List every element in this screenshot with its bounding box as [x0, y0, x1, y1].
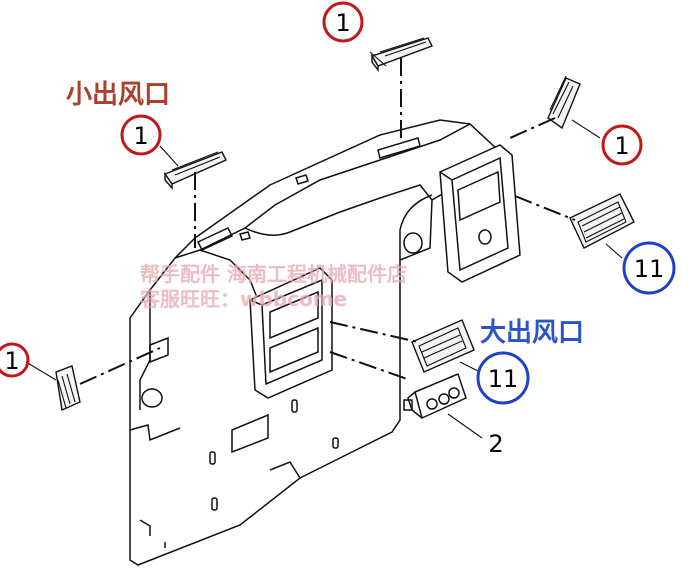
callout-11-center: 11 [476, 351, 530, 405]
small-vent-left-edge [55, 365, 81, 412]
large-outlet-label: 大出风口 [480, 318, 584, 348]
svg-text:11: 11 [634, 255, 665, 283]
svg-text:1: 1 [614, 132, 629, 160]
callout-2: 2 [488, 430, 503, 458]
small-vent-right [547, 75, 581, 130]
leader-c1-left-upper [159, 145, 179, 167]
svg-text:1: 1 [133, 122, 148, 150]
small-outlet-label: 小出风口 [66, 80, 170, 110]
svg-text:1: 1 [335, 9, 350, 37]
right-vent-housing [439, 144, 521, 283]
callout-1-left-upper: 1 [120, 114, 162, 156]
leader-c1-left-edge [25, 361, 57, 381]
watermark-line2: 客服旺旺：wbbcome [139, 287, 347, 311]
leader-lines [79, 58, 576, 385]
leader-c11-center [459, 361, 481, 373]
svg-text:11: 11 [488, 365, 519, 393]
leader-c11-right [605, 243, 623, 259]
svg-text:1: 1 [4, 347, 19, 375]
center-vent-housing [249, 267, 333, 399]
small-vent-top [370, 37, 433, 73]
large-vent-right [569, 193, 635, 249]
switch-panel [403, 372, 467, 420]
leader-c1-top [369, 51, 387, 67]
callout-11-right: 11 [622, 241, 676, 295]
watermark-line1: 帮手配件 海南工程机械配件店 [140, 262, 407, 286]
callout-1-right: 1 [601, 124, 643, 166]
leader-c2 [447, 413, 483, 439]
callout-1-top: 1 [322, 1, 364, 43]
large-vent-center [411, 319, 475, 373]
callout-1-left-edge: 1 [0, 342, 30, 378]
small-vent-left-upper [163, 151, 227, 190]
leader-c1-right [571, 119, 601, 139]
